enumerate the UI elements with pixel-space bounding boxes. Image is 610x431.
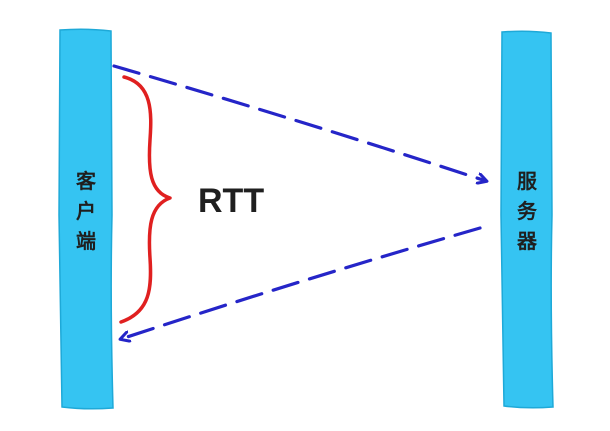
client-bar: 客 户 端: [58, 28, 114, 410]
dashed-arrow-right-icon: [112, 64, 486, 181]
client-label-3: 端: [76, 229, 96, 253]
server-label-1: 服: [517, 169, 538, 193]
server-bar: 服 务 器: [500, 30, 554, 409]
dashed-arrow-left-icon: [121, 226, 482, 339]
server-label-2: 务: [517, 199, 538, 223]
client-label-2: 户: [76, 199, 96, 223]
client-label-1: 客: [75, 169, 97, 193]
server-bar-shape: [500, 30, 554, 409]
rtt-label: RTT: [198, 182, 264, 220]
client-bar-shape: [58, 28, 114, 410]
server-label-3: 器: [516, 229, 538, 253]
curly-brace-icon: [119, 75, 172, 324]
